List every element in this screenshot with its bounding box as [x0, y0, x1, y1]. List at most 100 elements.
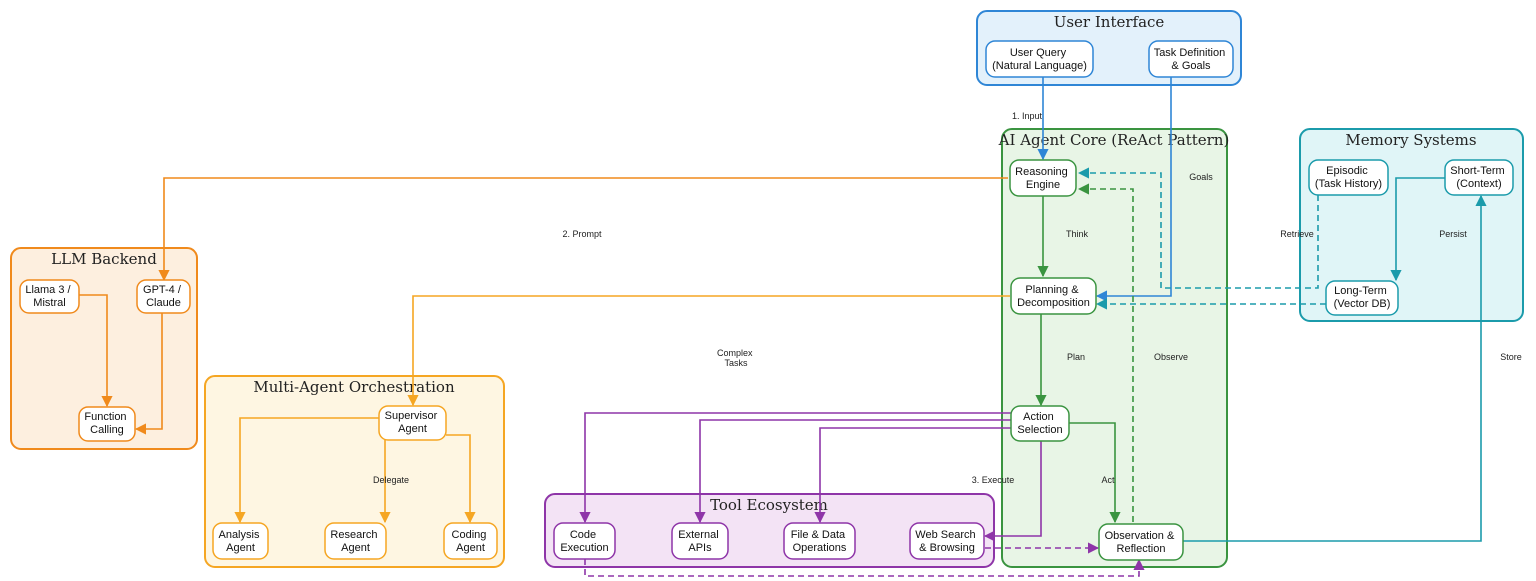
node-long-term-memory-line2: (Vector DB)	[1334, 298, 1391, 310]
svg-text:File & Data Operations: File & Data Operations	[791, 529, 848, 554]
node-coding-agent-line2: Agent	[456, 542, 485, 554]
edge-execute-web	[983, 440, 1042, 542]
node-supervisor-agent-line1: Supervisor	[385, 410, 438, 422]
node-task-definition-line2: & Goals	[1171, 60, 1211, 72]
svg-text:Action Selection: Action Selection	[1017, 411, 1062, 436]
cluster-title-tool-ecosystem: Tool Ecosystem	[710, 496, 828, 514]
edge-store	[1183, 194, 1487, 542]
svg-text:Coding Agent: Coding Agent	[452, 529, 490, 554]
node-episodic-memory-line2: (Task History)	[1315, 178, 1382, 190]
edge-gpt4-function	[134, 313, 163, 435]
svg-text:Long-Term (Vector DB): Long-Term (Vector DB)	[1334, 285, 1391, 310]
label-persist: Persist	[1439, 229, 1467, 239]
node-research-agent[interactable]: Research Agent	[324, 522, 387, 560]
edge-execute-apis	[694, 419, 1011, 524]
edge-goals	[1095, 77, 1172, 302]
cluster-title-agent-core: AI Agent Core (ReAct Pattern)	[998, 131, 1230, 149]
node-long-term-memory-line1: Long-Term	[1334, 285, 1387, 297]
svg-text:Reasoning Engine: Reasoning Engine	[1015, 166, 1071, 191]
node-observation[interactable]: Observation & Reflection	[1098, 523, 1184, 561]
edge-act	[1069, 422, 1121, 524]
svg-text:Short-Term (Context): Short-Term (Context)	[1450, 165, 1507, 190]
label-complex-tasks-line1: Complex	[717, 348, 753, 358]
svg-text:Web Search & Browsing: Web Search & Browsing	[915, 529, 978, 554]
node-planning[interactable]: Planning & Decomposition	[1010, 277, 1097, 315]
svg-text:Supervisor Agent: Supervisor Agent	[385, 410, 441, 435]
node-supervisor-agent[interactable]: Supervisor Agent	[378, 405, 447, 441]
node-web-search[interactable]: Web Search & Browsing	[909, 522, 985, 560]
svg-text:User Query (Natural La: User Query (Natural Language)	[992, 47, 1087, 72]
svg-text:Task Definition & Goal: Task Definition & Goals	[1154, 47, 1229, 72]
svg-text:Analysis Agent: Analysis Agent	[218, 529, 262, 554]
node-task-definition[interactable]: Task Definition & Goals	[1148, 40, 1234, 78]
edge-prompt	[158, 177, 1008, 282]
edge-llama-function	[79, 294, 113, 408]
node-analysis-agent-line1: Analysis	[218, 529, 259, 541]
node-external-apis[interactable]: External APIs	[671, 522, 729, 560]
cluster-title-multi-agent: Multi-Agent Orchestration	[253, 378, 455, 396]
label-complex-tasks-line2: Tasks	[724, 358, 748, 368]
svg-text:Episodic (Task History: Episodic (Task History)	[1315, 165, 1382, 190]
node-web-search-line1: Web Search	[915, 529, 975, 541]
node-external-apis-line1: External	[678, 529, 718, 541]
svg-text:Research Agent: Research Agent	[330, 529, 380, 554]
node-short-term-memory-line1: Short-Term	[1450, 165, 1504, 177]
node-planning-line1: Planning &	[1025, 284, 1079, 296]
edge-delegate-analysis	[234, 417, 379, 524]
node-analysis-agent[interactable]: Analysis Agent	[212, 522, 269, 560]
node-action-selection-line2: Selection	[1017, 424, 1062, 436]
node-observation-line2: Reflection	[1117, 543, 1166, 555]
node-llama[interactable]: Llama 3 / Mistral	[19, 279, 80, 314]
node-task-definition-line1: Task Definition	[1154, 47, 1226, 59]
node-short-term-memory[interactable]: Short-Term (Context)	[1444, 159, 1514, 196]
svg-text:Function Calling: Function Calling	[84, 411, 129, 436]
svg-text:Observation & Reflecti: Observation & Reflection	[1105, 530, 1178, 555]
node-function-calling[interactable]: Function Calling	[78, 406, 136, 442]
node-gpt4[interactable]: GPT-4 / Claude	[136, 279, 191, 314]
label-prompt: 2. Prompt	[562, 229, 602, 239]
label-retrieve: Retrieve	[1280, 229, 1314, 239]
node-long-term-memory[interactable]: Long-Term (Vector DB)	[1325, 280, 1399, 316]
label-delegate: Delegate	[373, 475, 409, 485]
node-code-execution[interactable]: Code Execution	[553, 522, 616, 560]
node-coding-agent[interactable]: Coding Agent	[443, 522, 498, 560]
label-input: 1. Input	[1012, 111, 1043, 121]
svg-text:External APIs: External APIs	[678, 529, 721, 554]
node-file-data-operations-line1: File & Data	[791, 529, 846, 541]
label-plan: Plan	[1067, 352, 1085, 362]
edge-observe	[1077, 183, 1134, 522]
node-episodic-memory[interactable]: Episodic (Task History)	[1308, 159, 1389, 196]
node-coding-agent-line1: Coding	[452, 529, 487, 541]
node-file-data-operations[interactable]: File & Data Operations	[783, 522, 856, 560]
node-action-selection-line1: Action	[1023, 411, 1054, 423]
edge-retrieve-short	[1077, 167, 1319, 289]
node-file-data-operations-line2: Operations	[793, 542, 847, 554]
node-short-term-memory-line2: (Context)	[1456, 178, 1501, 190]
node-reasoning-engine-line2: Engine	[1026, 179, 1060, 191]
node-supervisor-agent-line2: Agent	[398, 423, 427, 435]
node-action-selection[interactable]: Action Selection	[1010, 405, 1070, 442]
node-function-calling-line1: Function	[84, 411, 126, 423]
edge-complex-tasks	[407, 295, 1010, 407]
label-execute: 3. Execute	[972, 475, 1015, 485]
label-observe: Observe	[1154, 352, 1188, 362]
edge-delegate-coding	[446, 434, 476, 524]
node-user-query-line2: (Natural Language)	[992, 60, 1087, 72]
node-user-query[interactable]: User Query (Natural Language)	[985, 40, 1094, 78]
node-llama-line2: Mistral	[33, 297, 65, 309]
node-research-agent-line1: Research	[330, 529, 377, 541]
label-think: Think	[1066, 229, 1089, 239]
cluster-title-llm-backend: LLM Backend	[51, 250, 157, 268]
label-complex-tasks: Complex Tasks	[717, 348, 755, 368]
edge-execute-files	[814, 427, 1011, 524]
node-llama-line1: Llama 3 /	[25, 284, 71, 296]
svg-text:GPT-4 / Claude: GPT-4 / Claude	[143, 284, 184, 309]
node-reasoning-engine[interactable]: Reasoning Engine	[1009, 159, 1077, 197]
edge-persist	[1390, 177, 1445, 282]
node-external-apis-line2: APIs	[688, 542, 712, 554]
node-gpt4-line1: GPT-4 /	[143, 284, 182, 296]
node-episodic-memory-line1: Episodic	[1326, 165, 1368, 177]
node-analysis-agent-line2: Agent	[226, 542, 255, 554]
cluster-tool-ecosystem: Tool Ecosystem	[544, 493, 995, 568]
